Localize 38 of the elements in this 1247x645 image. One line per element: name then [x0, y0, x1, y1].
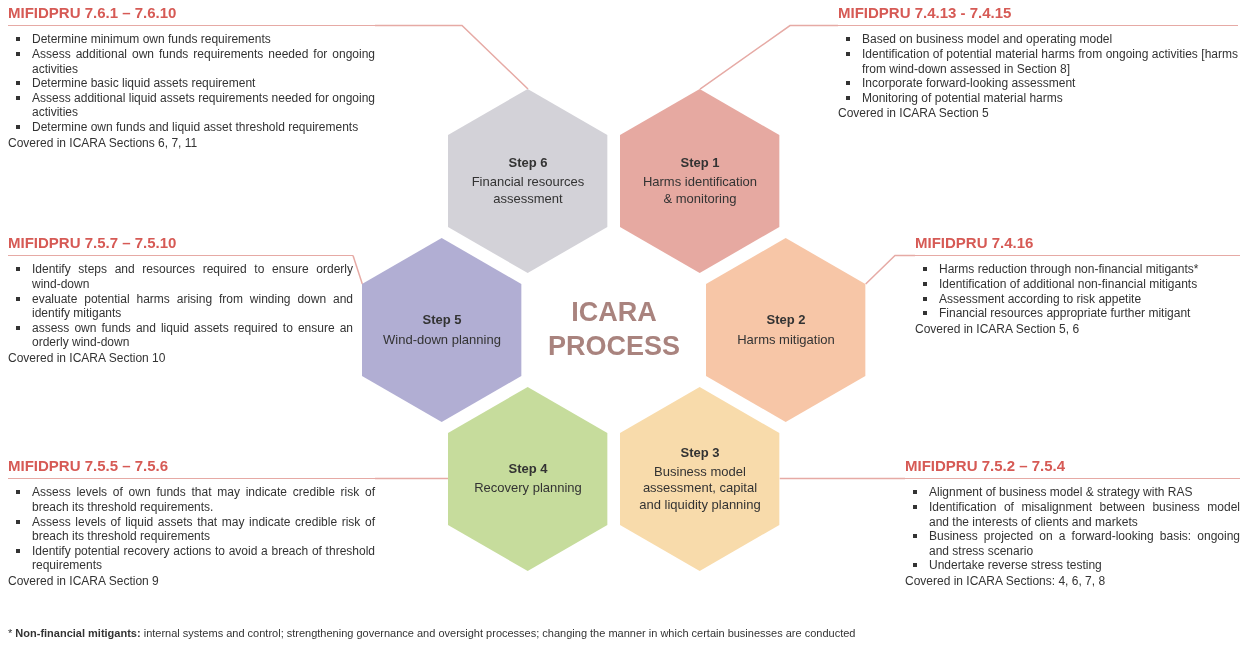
hexagon	[620, 386, 780, 571]
center-title: ICARA PROCESS	[546, 296, 681, 363]
leader-line	[864, 254, 916, 285]
step-number: Step 2	[766, 312, 806, 329]
coverage-note: Covered in ICARA Sections 6, 7, 11	[8, 135, 199, 151]
section-heading: MIFIDPRU 7.6.1 – 7.6.10	[8, 4, 375, 27]
section-heading: MIFIDPRU 7.4.16	[915, 234, 1240, 257]
section-heading: MIFIDPRU 7.5.2 – 7.5.4	[905, 457, 1240, 480]
coverage-note: Covered in ICARA Section 5, 6	[915, 321, 1081, 337]
leader-line	[374, 24, 529, 90]
hexagon	[448, 386, 608, 571]
coverage-note: Covered in ICARA Sections: 4, 6, 7, 8	[905, 574, 1107, 589]
leader-line	[374, 477, 450, 480]
step-number: Step 1	[680, 155, 720, 172]
step-number: Step 5	[422, 312, 462, 329]
hexagon	[362, 238, 522, 422]
leader-line	[778, 477, 906, 480]
hexagon	[706, 238, 866, 422]
section-heading: MIFIDPRU 7.4.13 - 7.4.15	[838, 4, 1238, 27]
step-title: Harms mitigation	[737, 331, 835, 348]
step-title: Business model assessment, capital and liquidity planning	[638, 464, 762, 513]
hexagon	[448, 89, 608, 274]
leader-line	[699, 24, 839, 90]
step-number: Step 6	[508, 155, 548, 172]
coverage-note: Covered in ICARA Section 9	[8, 574, 160, 589]
coverage-note: Covered in ICARA Section 5	[838, 106, 990, 122]
section-heading: MIFIDPRU 7.5.7 – 7.5.10	[8, 234, 353, 257]
step-title: Harms identification & monitoring	[641, 174, 759, 207]
step-number: Step 4	[508, 461, 548, 478]
footnote: *Non-financial mitigants: internal systems and control; strengthening governance and oversight processes; changing the manner in which certain businesses are conducted	[8, 627, 856, 639]
coverage-note: Covered in ICARA Section 10	[8, 351, 167, 366]
section-heading: MIFIDPRU 7.5.5 – 7.5.6	[8, 457, 375, 480]
step-title: Financial resources assessment	[470, 174, 586, 207]
hexagon	[620, 89, 780, 274]
step-number: Step 3	[680, 444, 720, 462]
leader-line	[352, 254, 364, 285]
step-title: Recovery planning	[474, 480, 582, 497]
step-title: Wind-down planning	[383, 331, 501, 348]
